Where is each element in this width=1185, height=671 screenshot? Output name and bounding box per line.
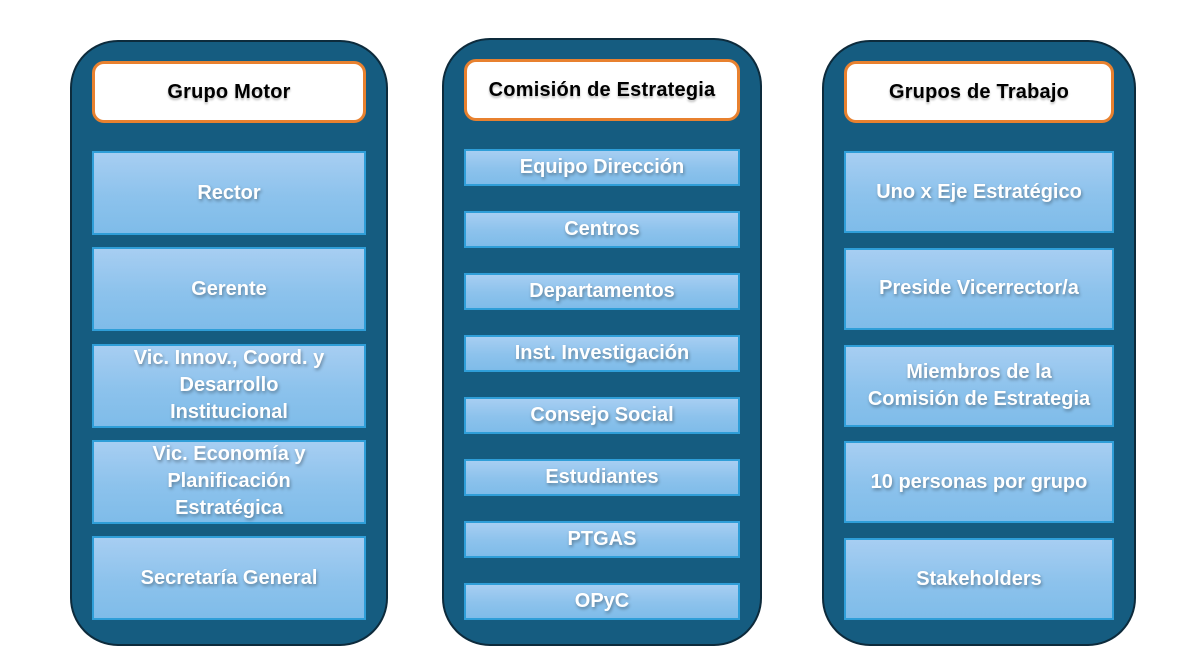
column-header-grupo-motor: Grupo Motor <box>92 61 366 123</box>
column-items-grupo-motor: Rector Gerente Vic. Innov., Coord. y Des… <box>92 151 366 620</box>
org-box-ptgas: PTGAS <box>464 521 740 558</box>
column-items-comision-de-estrategia: Equipo Dirección Centros Departamentos I… <box>464 149 740 620</box>
column-grupos-de-trabajo: Grupos de Trabajo Uno x Eje Estratégico … <box>822 40 1136 646</box>
column-title: Grupo Motor <box>167 80 291 103</box>
org-box-gerente: Gerente <box>92 247 366 332</box>
org-box-secretaria-general: Secretaría General <box>92 536 366 620</box>
org-box-equipo-direccion: Equipo Dirección <box>464 149 740 186</box>
column-items-grupos-de-trabajo: Uno x Eje Estratégico Preside Vicerrecto… <box>844 151 1114 620</box>
column-header-grupos-de-trabajo: Grupos de Trabajo <box>844 61 1114 123</box>
org-box-preside-vicerrector: Preside Vicerrector/a <box>844 247 1114 330</box>
column-comision-de-estrategia: Comisión de Estrategia Equipo Dirección … <box>442 38 762 646</box>
org-box-estudiantes: Estudiantes <box>464 459 740 496</box>
column-header-comision-de-estrategia: Comisión de Estrategia <box>464 59 740 121</box>
org-box-stakeholders: Stakeholders <box>844 538 1114 620</box>
org-box-consejo-social: Consejo Social <box>464 397 740 434</box>
column-grupo-motor: Grupo Motor Rector Gerente Vic. Innov., … <box>70 40 388 646</box>
org-box-vic-innovacion: Vic. Innov., Coord. y Desarrollo Institu… <box>92 343 366 428</box>
org-box-inst-investigacion: Inst. Investigación <box>464 335 740 372</box>
org-box-centros: Centros <box>464 211 740 248</box>
org-box-10-personas: 10 personas por grupo <box>844 441 1114 524</box>
column-title: Grupos de Trabajo <box>888 80 1070 103</box>
org-box-departamentos: Departamentos <box>464 273 740 310</box>
org-box-miembros-comision: Miembros de la Comisión de Estrategia <box>844 344 1114 427</box>
org-box-vic-economia: Vic. Economía y Planificación Estratégic… <box>92 439 366 524</box>
org-box-opyc: OPyC <box>464 583 740 620</box>
org-box-rector: Rector <box>92 151 366 235</box>
column-title: Comisión de Estrategia <box>488 78 716 101</box>
org-box-uno-x-eje: Uno x Eje Estratégico <box>844 151 1114 233</box>
